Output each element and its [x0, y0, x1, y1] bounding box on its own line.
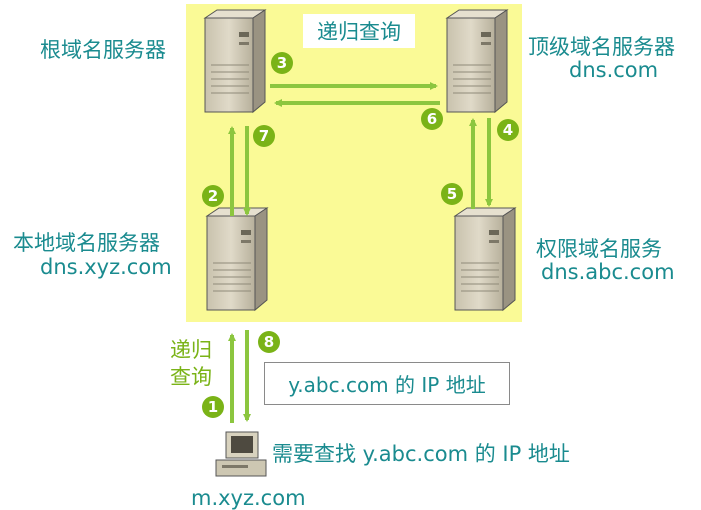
local-server-domain: dns.xyz.com — [40, 255, 172, 279]
step-badge-4: 4 — [497, 119, 519, 141]
recursive-query-side-label-line2: 查询 — [170, 365, 212, 389]
step-badge-5: 5 — [441, 183, 463, 205]
auth-server-label: 权限域名服务 — [536, 237, 662, 261]
step-badge-8: 8 — [258, 331, 280, 353]
step-badge-2: 2 — [202, 185, 224, 207]
tld-server-label: 顶级域名服务器 — [528, 35, 675, 59]
client-domain: m.xyz.com — [191, 486, 306, 510]
step-badge-1: 1 — [202, 396, 224, 418]
step-badge-3: 3 — [271, 52, 293, 74]
client-computer-icon — [215, 431, 267, 477]
recursive-query-side-label-line1: 递归 — [170, 338, 212, 362]
diagram-title: 递归查询 — [303, 14, 415, 48]
client-request-text: 需要查找 y.abc.com 的 IP 地址 — [272, 442, 570, 466]
local-server-icon — [206, 207, 268, 311]
tld-server-icon — [446, 9, 508, 113]
step-badge-7: 7 — [253, 125, 275, 147]
auth-server-icon — [454, 207, 516, 311]
auth-server-domain: dns.abc.com — [541, 260, 675, 284]
answer-box: y.abc.com 的 IP 地址 — [264, 362, 510, 405]
root-server-label: 根域名服务器 — [40, 38, 166, 62]
tld-server-domain: dns.com — [569, 58, 659, 82]
root-server-icon — [204, 9, 266, 113]
local-server-label: 本地域名服务器 — [13, 231, 160, 255]
step-badge-6: 6 — [421, 108, 443, 130]
